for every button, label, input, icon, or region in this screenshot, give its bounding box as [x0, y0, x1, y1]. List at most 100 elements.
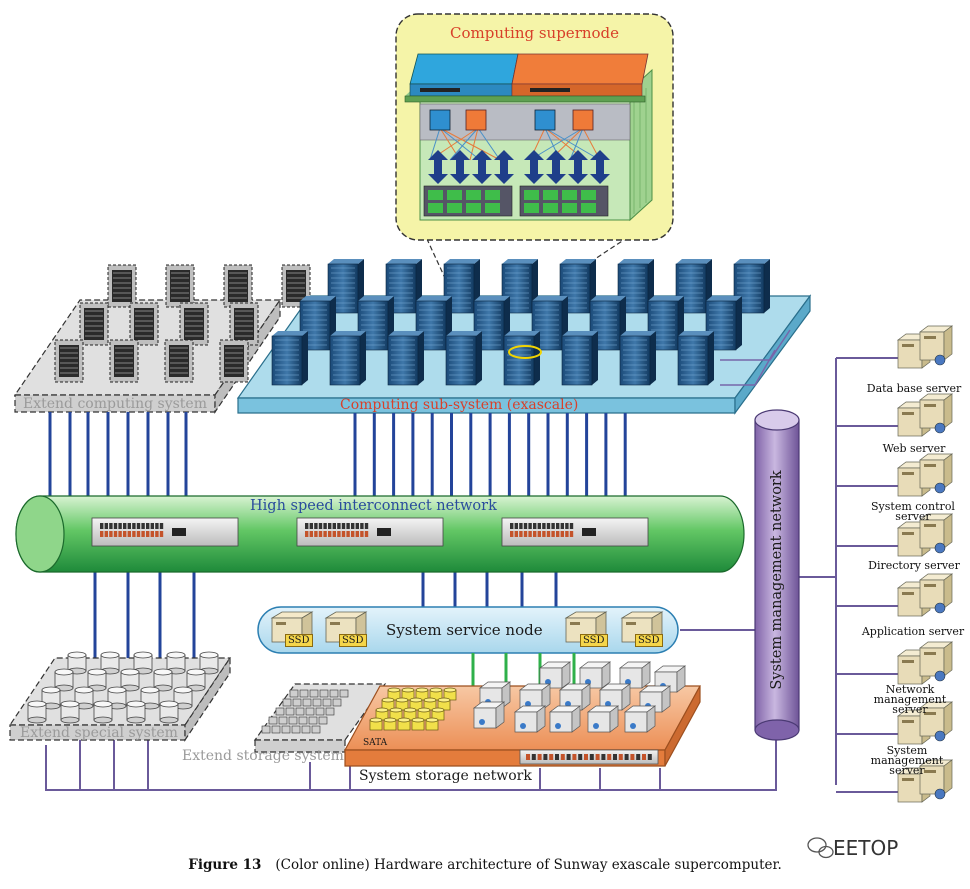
storage-drum: [126, 700, 146, 724]
extend-rack: [109, 339, 139, 383]
storage-server: [638, 685, 672, 713]
storage-server: [578, 661, 612, 689]
compute-rack: [271, 331, 308, 386]
interconnect-links: [48, 412, 627, 658]
storage-drum: [186, 668, 206, 692]
interconnect-switches: [91, 517, 649, 547]
disk: [288, 716, 298, 725]
disk: [308, 716, 318, 725]
sata-drum: [369, 717, 383, 731]
disk: [329, 689, 339, 698]
storage-drum: [140, 686, 160, 710]
watermark: EETOP: [833, 836, 899, 860]
extend-rack: [129, 302, 159, 346]
compute-rack: [677, 331, 714, 386]
supernode-callout: [395, 13, 674, 283]
storage-drum: [60, 700, 80, 724]
storage-server: [472, 701, 506, 729]
storage-drum: [107, 686, 127, 710]
extend-storage-label: Extend storage system: [182, 748, 344, 764]
disk: [295, 707, 305, 716]
ssd-tag-3: SSD: [580, 634, 608, 647]
sata-drum: [437, 697, 451, 711]
compute-rack: [445, 331, 482, 386]
compute-rack: [619, 331, 656, 386]
storage-drum: [100, 651, 120, 675]
disk: [291, 725, 301, 734]
sata-drum: [383, 717, 397, 731]
storage-drum: [153, 668, 173, 692]
disk: [278, 716, 288, 725]
special-storage-drums: [27, 651, 219, 724]
sata-drum: [443, 687, 457, 701]
server-icon: [896, 573, 954, 617]
storage-drum: [93, 700, 113, 724]
disk: [299, 689, 309, 698]
extend-computing-racks: [54, 264, 311, 383]
server-icon: [896, 701, 954, 745]
storage-network-label: System storage network: [359, 768, 532, 784]
extend-rack: [179, 302, 209, 346]
storage-drum: [27, 700, 47, 724]
computing-racks: [271, 259, 770, 386]
storage-server: [518, 683, 552, 711]
storage-drum: [120, 668, 140, 692]
interconnect-switch: [91, 517, 239, 547]
compute-rack: [387, 331, 424, 386]
disk: [302, 698, 312, 707]
compute-rack: [617, 259, 654, 314]
disk: [271, 725, 281, 734]
server-label-database: Data base server: [866, 382, 962, 395]
storage-drum: [74, 686, 94, 710]
disk: [285, 707, 295, 716]
extend-rack: [219, 339, 249, 383]
caption-label: Figure 13: [188, 857, 262, 873]
compute-rack: [329, 331, 366, 386]
storage-server: [548, 705, 582, 733]
storage-server: [598, 683, 632, 711]
disk: [318, 716, 328, 725]
sata-drum: [401, 687, 415, 701]
server-label-system-control: System control server: [871, 500, 955, 523]
disk: [281, 725, 291, 734]
extend-rack: [223, 264, 253, 308]
server-icon: [896, 513, 954, 557]
server-label-application: Application server: [861, 625, 965, 638]
sata-drum: [423, 697, 437, 711]
server-links: [836, 357, 900, 793]
disk: [298, 716, 308, 725]
sata-drum: [397, 717, 411, 731]
sata-drums: [369, 687, 457, 731]
disk: [289, 689, 299, 698]
storage-server: [513, 705, 547, 733]
extend-rack: [107, 264, 137, 308]
disk: [315, 707, 325, 716]
disk: [311, 725, 321, 734]
storage-drum: [54, 668, 74, 692]
management-network-label: System management network: [769, 470, 785, 690]
server-label-directory: Directory server: [868, 559, 960, 572]
caption-text: (Color online) Hardware architecture of …: [275, 857, 782, 873]
storage-server: [586, 705, 620, 733]
computing-subsystem-label: Computing sub-system (exascale): [340, 397, 579, 413]
extend-special-label: Extend special system: [20, 725, 178, 741]
compute-rack: [443, 259, 480, 314]
server-icon: [896, 325, 954, 369]
interconnect-switch: [296, 517, 444, 547]
server-icon: [896, 453, 954, 497]
disk: [301, 725, 311, 734]
disk: [325, 707, 335, 716]
supernode-label: Computing supernode: [450, 24, 620, 42]
management-network-links: [45, 358, 837, 791]
disk: [261, 725, 271, 734]
storage-drum: [41, 686, 61, 710]
disk: [309, 689, 319, 698]
storage-drum: [159, 700, 179, 724]
extend-computing-label: Extend computing system: [23, 396, 207, 412]
management-network-tube: [754, 409, 800, 741]
extend-storage-disks: [261, 689, 349, 734]
disk: [319, 689, 329, 698]
compute-rack: [299, 296, 336, 351]
